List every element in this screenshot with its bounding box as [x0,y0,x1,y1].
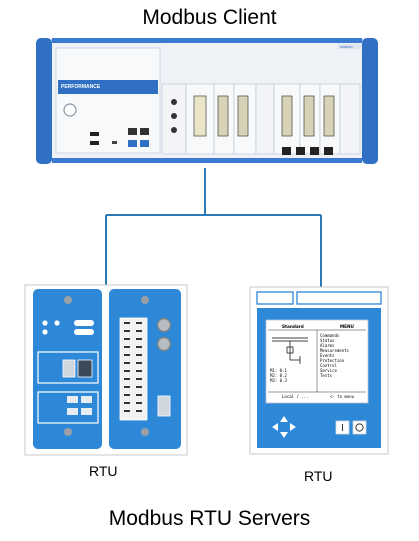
usb-port-icon [128,140,137,147]
single-line-diagram [272,337,308,364]
brand-badge-text: omicron [340,45,353,49]
brand-text: PERFORMANCE [61,84,101,90]
terminal-block [119,317,148,421]
brand-strip [58,80,158,94]
menu-item: Control [320,363,337,368]
menu-item: Alarms [320,343,335,348]
screen-footer-left: Local / ... [282,394,309,399]
screen-header-right: MENU [340,324,355,329]
ethernet-port-icon [128,128,137,135]
status-line: M2: 0.2 [270,373,287,378]
servers-title: Modbus RTU Servers [108,507,311,530]
client-title: Modbus Client [142,6,277,29]
menu-item: Events [320,353,335,358]
rtu-left-label: RTU [89,463,118,479]
power-button-icon [63,103,77,117]
rtu-right-device: Standard MENU M1: 0.1 M2: 0.2 M3: 0.3 Co… [249,286,389,455]
menu-item: Tests [320,373,333,378]
screen-menu: Commands Status Alarms Measurements Even… [320,333,349,378]
menu-item: Status [320,338,335,343]
modbus-client-device: PERFORMANCE omicron [36,38,378,164]
menu-item: Measurements [320,348,349,353]
connection-lines [105,168,322,287]
screen-footer-right: <- to menu [330,394,355,399]
status-line: M3: 0.3 [270,378,287,383]
rtu-right-label: RTU [304,468,333,484]
usb-port-icon [140,140,149,147]
rtu-left-device [24,284,188,456]
menu-item: Commands [320,333,340,338]
status-line: M1: 0.1 [270,368,287,373]
off-button-icon [352,420,367,435]
navigation-arrows-icon [272,416,296,438]
ethernet-port-icon [140,128,149,135]
menu-item: Service [320,368,337,373]
serial-port-icon [62,359,76,378]
menu-item: Protection [320,358,345,363]
io-module-slots [161,83,361,155]
screen-header-left: Standard [282,324,304,329]
